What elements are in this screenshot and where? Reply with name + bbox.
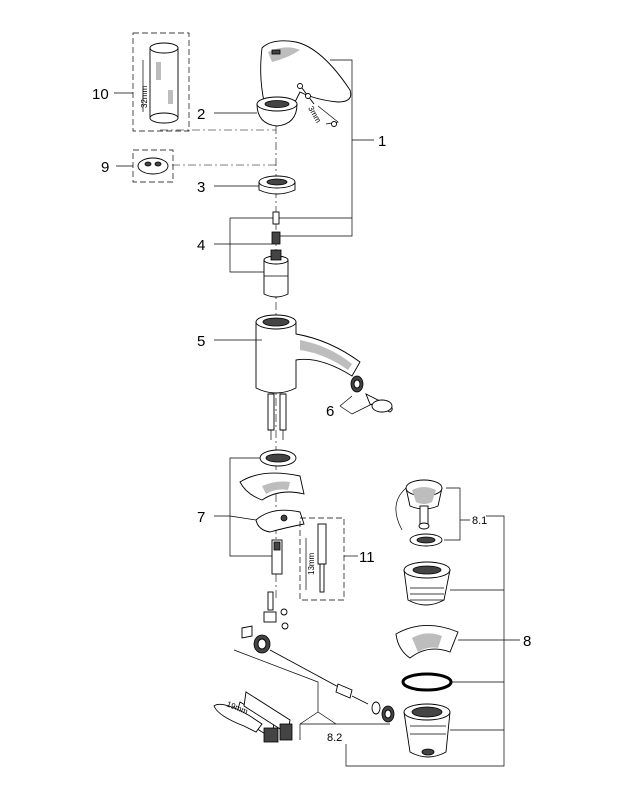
callout-4: 4: [197, 237, 205, 254]
callout-2: 2: [197, 106, 205, 123]
part-9-insert: [132, 149, 174, 183]
part-8-waste-body: [395, 561, 459, 758]
leader-8-2: [233, 649, 390, 740]
dim-3mm: 3mm: [306, 105, 323, 125]
part-1-lever-handle: 3mm: [260, 40, 352, 127]
callout-7: 7: [197, 509, 205, 526]
leader-8-2-bottom: [345, 730, 505, 767]
leader-6: [339, 395, 373, 415]
part-7-fixing-set: [239, 449, 305, 575]
part-6-aerator: [350, 375, 393, 413]
callout-3: 3: [197, 179, 205, 196]
part-8-1-stopper: [395, 479, 443, 547]
part-5-mixer-body: [254, 314, 361, 440]
leader-8-1: [444, 487, 470, 541]
part-4-cartridge: [263, 211, 289, 298]
part-8-2-popup-rod: [241, 591, 395, 723]
part-3-nut: [258, 175, 296, 195]
callout-8-1: 8.1: [472, 515, 487, 527]
callout-6: 6: [326, 403, 334, 420]
part-11-tool: 13mm: [299, 517, 345, 601]
callout-8-2: 8.2: [327, 732, 342, 744]
callout-5: 5: [197, 333, 205, 350]
leader-8: [450, 515, 520, 731]
dim-32mm: 32mm: [140, 85, 149, 108]
leader-1: [230, 59, 374, 237]
leader-7: [214, 457, 272, 557]
callout-1: 1: [378, 133, 386, 150]
callout-11: 11: [359, 549, 375, 566]
dim-13mm: 13mm: [307, 552, 316, 575]
callout-10: 10: [92, 86, 109, 103]
leader-4: [214, 218, 272, 273]
callout-8: 8: [523, 633, 531, 650]
callout-9: 9: [101, 159, 109, 176]
part-10-tool: 32mm: [132, 32, 190, 132]
part-2-cap: [256, 96, 298, 127]
